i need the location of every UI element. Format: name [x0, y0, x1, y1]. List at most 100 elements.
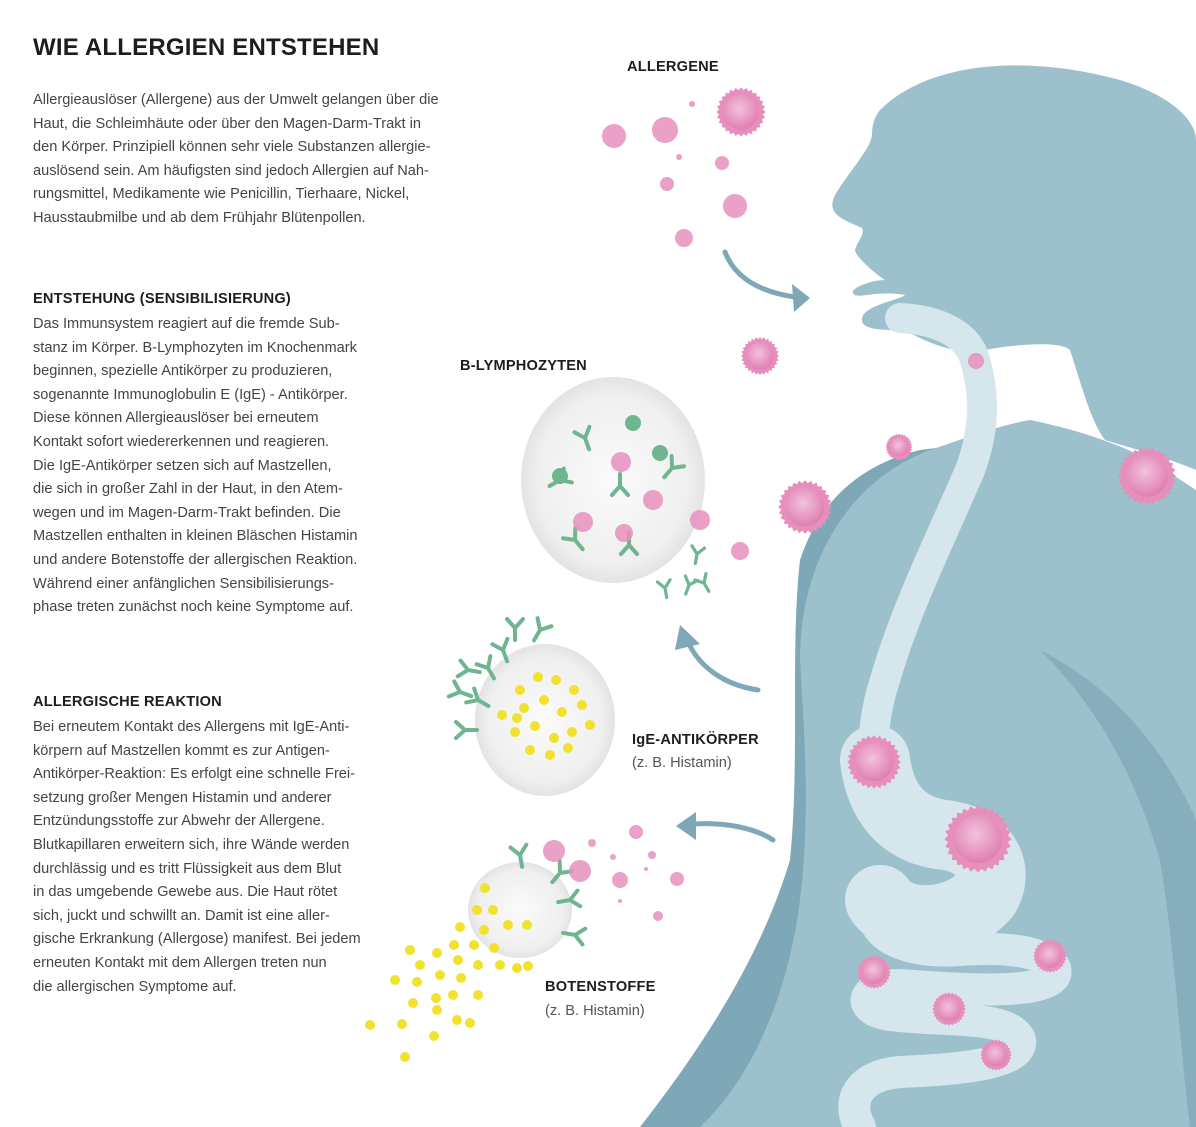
section2-line: erneuten Kontakt mit dem Allergen treten… [33, 954, 327, 971]
intro-line: Hausstaubmilbe und ab dem Frühjahr Blüte… [33, 209, 366, 226]
allergen-particle [644, 867, 648, 871]
ige-antibody [454, 720, 479, 740]
allergen-particle [643, 490, 663, 510]
histamine-dot [512, 713, 522, 723]
histamine-dot [432, 1005, 442, 1015]
histamine-dot [390, 975, 400, 985]
section1-line: Die IgE-Antikörper setzen sich auf Mastz… [33, 457, 332, 474]
histamine-dot [515, 685, 525, 695]
head-and-torso [832, 65, 1196, 470]
section2-line: in das umgebende Gewebe aus. Die Haut rö… [33, 884, 338, 901]
section2-line: körpern auf Mastzellen kommt es zur Anti… [33, 742, 330, 759]
allergen-particle [588, 839, 596, 847]
ige-antibody [610, 472, 630, 497]
label-allergene: ALLERGENE [627, 59, 719, 75]
section1-line: Mastzellen enthalten in kleinen Bläschen… [33, 528, 358, 545]
allergen-particle [618, 899, 622, 903]
histamine-dot [449, 940, 459, 950]
ige-antibody [693, 571, 711, 593]
ige-antibody [662, 453, 686, 480]
histamine-dot [405, 945, 415, 955]
intestine [838, 884, 1072, 1127]
section1-line: die sich in großer Zahl in der Haut, in … [33, 481, 343, 498]
allergen-particle [573, 512, 593, 532]
section1-line: Das Immunsystem reagiert auf die fremde … [33, 316, 340, 332]
histamine-dot [479, 925, 489, 935]
histamine-dot [489, 943, 499, 953]
label-botenstoffe-sub: (z. B. Histamin) [545, 1003, 645, 1019]
section1-line: wegen und im Magen-Darm-Trakt befinden. … [33, 504, 341, 521]
section1-line: sogenannte Immunoglobulin E (IgE) - Anti… [33, 386, 348, 403]
histamine-dot [472, 905, 482, 915]
ige-antibody [561, 926, 588, 947]
histamine-dot [519, 703, 529, 713]
histamine-dot [533, 672, 543, 682]
arm-shadow [1040, 650, 1196, 1127]
ige-antibody [508, 842, 529, 869]
intro-line: auslösend sein. Am häufigsten sind jedoc… [33, 162, 429, 179]
label-botenstoffe: BOTENSTOFFE [545, 979, 656, 995]
section2-line: gische Erkrankung (Allergose) manifest. … [33, 931, 361, 948]
histamine-dot [523, 961, 533, 971]
allergen-particle [741, 337, 779, 375]
allergen-particle [543, 840, 565, 862]
label-ige-antikoerper: IgE-ANTIKÖRPER [632, 732, 759, 748]
allergen-particle [612, 872, 628, 888]
intro-line: Haut, die Schleimhäute oder über den Mag… [33, 115, 422, 132]
histamine-dot [549, 733, 559, 743]
arrow-to-lymphocytes [685, 639, 761, 693]
esophagus [858, 303, 997, 775]
ige-antibody [490, 636, 510, 664]
section2-line: sich, juckt und schwillt an. Damit ist e… [33, 907, 330, 924]
allergen-particle [1117, 446, 1177, 506]
histamine-dot [469, 940, 479, 950]
histamine-dot [408, 998, 418, 1008]
allergen-particle [648, 851, 656, 859]
section-heading-reaktion: ALLERGISCHE REAKTION [33, 694, 222, 710]
histamine-dot [539, 695, 549, 705]
histamine-dot [577, 700, 587, 710]
antibody-bound-dot [652, 445, 668, 461]
histamine-dot [365, 1020, 375, 1030]
histamine-dot [465, 1018, 475, 1028]
histamine-dot [512, 963, 522, 973]
ige-antibody [532, 616, 554, 643]
ige-antibody [556, 888, 583, 909]
section1-line: Kontakt sofort wiedererkennen und reagie… [33, 433, 330, 450]
allergen-particle [980, 1039, 1012, 1071]
allergen-particle [847, 735, 901, 789]
histamine-dot [456, 973, 466, 983]
allergen-particle [778, 480, 832, 534]
section-text-sensibilisierung: Das Immunsystem reagiert auf die fremde … [33, 313, 357, 620]
ige-antibody [690, 544, 707, 566]
mast-cell [475, 644, 615, 796]
chest [700, 420, 1196, 1127]
arrow-into-mouth-head [792, 284, 810, 312]
allergen-particle [731, 542, 749, 560]
histamine-dot [453, 955, 463, 965]
intro-line: rungsmittel, Medikamente wie Penicillin,… [33, 186, 410, 203]
histamine-dot [567, 727, 577, 737]
section2-line: durchlässig und es tritt Flüssigkeit aus… [33, 860, 342, 877]
ige-antibody [505, 617, 525, 642]
section1-line: beginnen, spezielle Antikörper zu produz… [33, 363, 333, 380]
section1-line: und andere Botenstoffe der allergischen … [33, 551, 358, 568]
histamine-dot [557, 707, 567, 717]
histamine-dot [435, 970, 445, 980]
histamine-dot [473, 990, 483, 1000]
antibody-bound-dot [625, 415, 641, 431]
histamine-dot [522, 920, 532, 930]
page-title: WIE ALLERGIEN ENTSTEHEN [33, 34, 380, 61]
histamine-dot [530, 721, 540, 731]
allergen-particle [670, 872, 684, 886]
histamine-dot [495, 960, 505, 970]
label-ige-sub: (z. B. Histamin) [632, 755, 732, 771]
allergen-particle [602, 124, 626, 148]
arrow-to-lymphocytes-head [675, 625, 700, 650]
section2-line: Antikörper-Reaktion: Es erfolgt eine sch… [33, 766, 356, 783]
histamine-dot [400, 1052, 410, 1062]
histamine-dot [563, 743, 573, 753]
ige-antibody [455, 658, 482, 679]
allergen-particle [968, 353, 984, 369]
intro-line: Allergieauslöser (Allergene) aus der Umw… [33, 92, 439, 108]
